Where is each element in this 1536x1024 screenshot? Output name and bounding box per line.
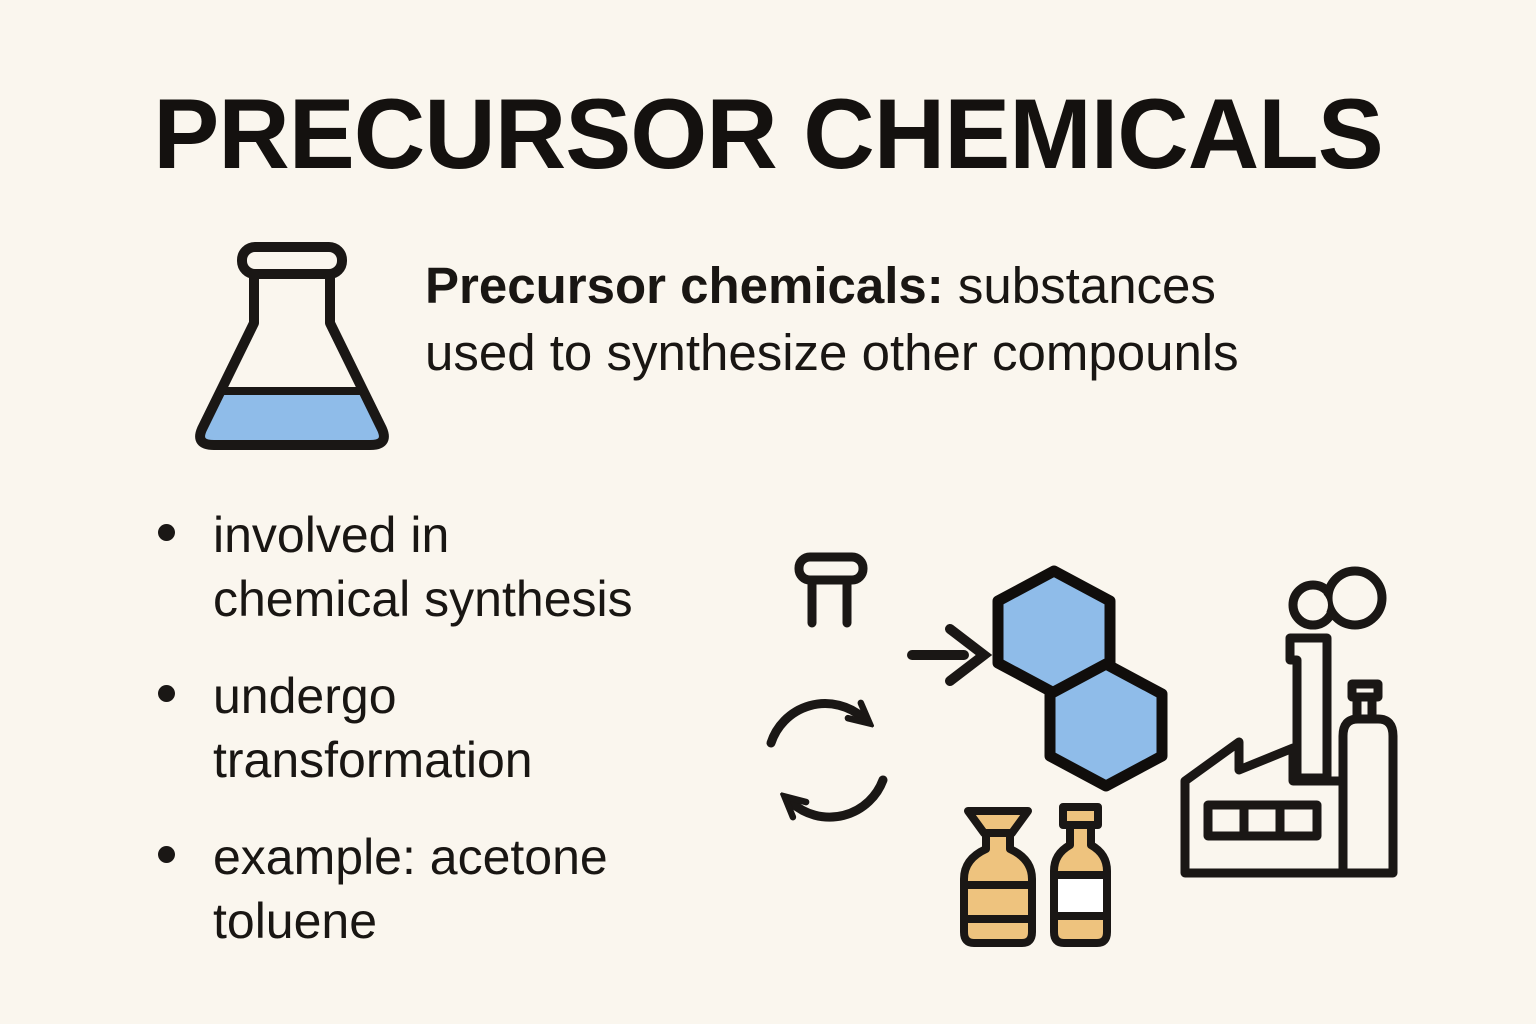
bullet-text: involved in chemical synthesis xyxy=(213,503,633,631)
arrow-right-icon xyxy=(907,624,993,686)
bullet-item: undergo transformation xyxy=(158,664,778,792)
flask-neck-icon xyxy=(794,552,868,628)
bullet-list: involved in chemical synthesis undergo t… xyxy=(158,503,778,986)
hexagon-molecule-icon xyxy=(992,565,1168,792)
bullet-line: toluene xyxy=(213,893,378,949)
bullet-item: example: acetone toluene xyxy=(158,825,778,953)
bullet-text: example: acetone toluene xyxy=(213,825,608,953)
bullet-dot-icon xyxy=(158,524,175,541)
bullet-line: involved in xyxy=(213,507,450,563)
bullet-item: involved in chemical synthesis xyxy=(158,503,778,631)
cycle-arrows-icon xyxy=(766,699,888,822)
definition-line-1: Precursor chemicals: substances xyxy=(425,252,1239,319)
bullet-line: example: acetone xyxy=(213,829,608,885)
bullet-dot-icon xyxy=(158,685,175,702)
bullet-dot-icon xyxy=(158,846,175,863)
bullet-line: transformation xyxy=(213,732,533,788)
bullet-line: undergo xyxy=(213,668,397,724)
erlenmeyer-flask-icon xyxy=(195,242,389,450)
chemical-bottles-icon xyxy=(960,803,1111,947)
bullet-text: undergo transformation xyxy=(213,664,533,792)
definition-line-2: used to synthesize other compounls xyxy=(425,324,1239,381)
page-title: PRECURSOR CHEMICALS xyxy=(153,78,1384,189)
bullet-line: chemical synthesis xyxy=(213,571,633,627)
definition-term: Precursor chemicals: xyxy=(425,257,944,314)
definition-line1-rest: substances xyxy=(943,257,1216,314)
definition-text: Precursor chemicals: substances used to … xyxy=(425,252,1239,386)
factory-icon xyxy=(1180,566,1398,878)
